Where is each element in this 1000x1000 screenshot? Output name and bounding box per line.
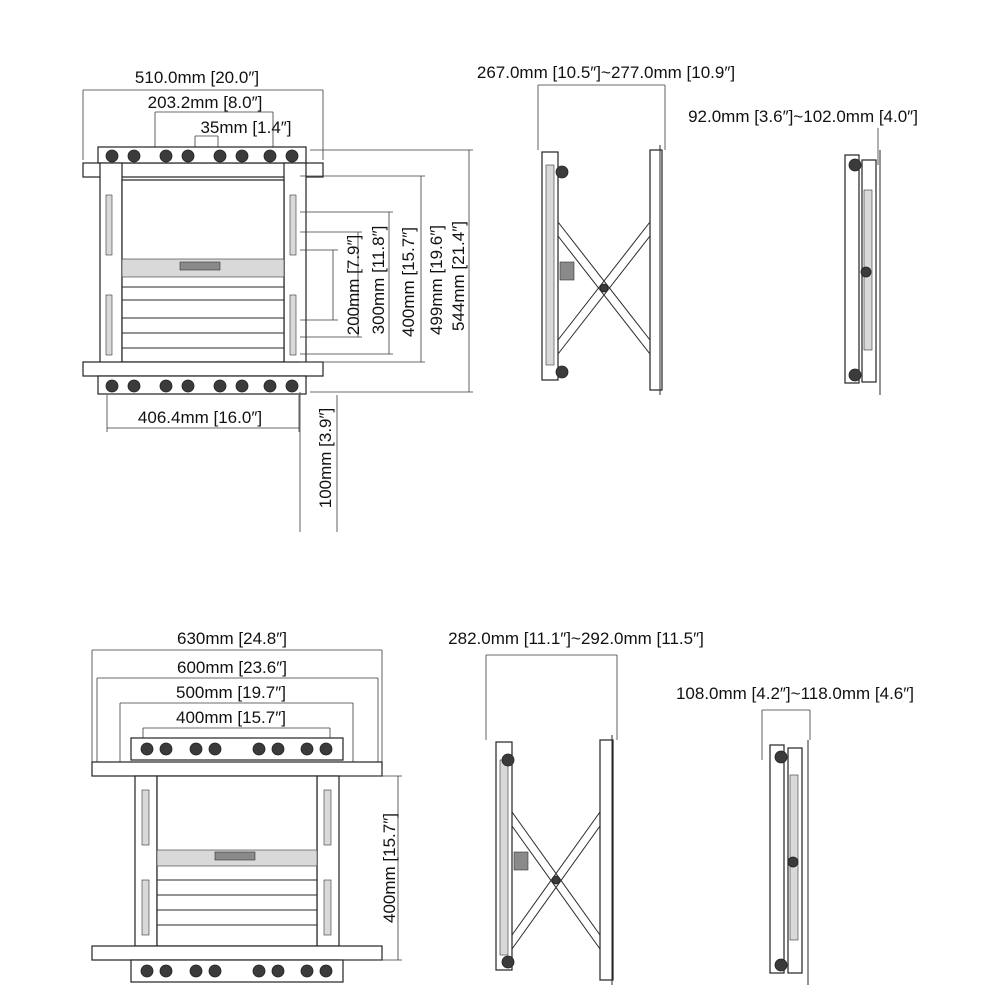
v499-label: 499mm [19.6″] — [427, 225, 446, 335]
bottom-extended-depth-label: 282.0mm [11.1″]~292.0mm [11.5″] — [448, 629, 704, 648]
mount-frame-top — [82, 146, 324, 395]
bottom-v400-label: 400mm [15.7″] — [380, 813, 399, 923]
v200-label: 200mm [7.9″] — [344, 235, 363, 336]
bottom-side-extended-view: 282.0mm [11.1″]~292.0mm [11.5″] — [448, 629, 704, 985]
w630-label: 630mm [24.8″] — [177, 629, 287, 648]
top-front-view: 510.0mm [20.0″] 203.2mm [8.0″] 35mm [1.4… — [82, 68, 473, 532]
dim-overall-width: 510.0mm [20.0″] — [82, 68, 324, 160]
bottom-side-retracted-view: 108.0mm [4.2″]~118.0mm [4.6″] — [676, 684, 914, 985]
dim-small-gap: 35mm [1.4″] — [194, 118, 292, 152]
v400-label: 400mm [15.7″] — [399, 227, 418, 337]
retracted-depth-label: 92.0mm [3.6″]~102.0mm [4.0″] — [688, 107, 918, 126]
bottom-retracted-depth-label: 108.0mm [4.2″]~118.0mm [4.6″] — [676, 684, 914, 703]
mount-frame-bottom — [91, 737, 383, 983]
w500-label: 500mm [19.7″] — [176, 683, 286, 702]
extended-depth-label: 267.0mm [10.5″]~277.0mm [10.9″] — [477, 63, 735, 82]
v100-label: 100mm [3.9″] — [316, 408, 335, 509]
top-side-extended-view: 267.0mm [10.5″]~277.0mm [10.9″] — [477, 63, 735, 395]
base-width-label: 406.4mm [16.0″] — [138, 408, 262, 427]
dim-base-width: 406.4mm [16.0″] — [106, 395, 300, 432]
dim-center-span: 203.2mm [8.0″] — [148, 93, 274, 150]
top-side-retracted-view: 92.0mm [3.6″]~102.0mm [4.0″] — [688, 107, 918, 395]
v544-label: 544mm [21.4″] — [449, 221, 468, 331]
v300-label: 300mm [11.8″] — [369, 226, 388, 335]
dim-vertical-set: 200mm [7.9″] 300mm [11.8″] 400mm [15.7″]… — [300, 149, 473, 393]
small-gap-label: 35mm [1.4″] — [200, 118, 291, 137]
w400-label: 400mm [15.7″] — [176, 708, 286, 727]
w600-label: 600mm [23.6″] — [177, 658, 287, 677]
bottom-front-view: 630mm [24.8″] 600mm [23.6″] 500mm [19.7″… — [91, 629, 402, 983]
center-span-label: 203.2mm [8.0″] — [148, 93, 263, 112]
overall-width-label: 510.0mm [20.0″] — [135, 68, 259, 87]
dim-100mm: 100mm [3.9″] — [299, 392, 338, 532]
